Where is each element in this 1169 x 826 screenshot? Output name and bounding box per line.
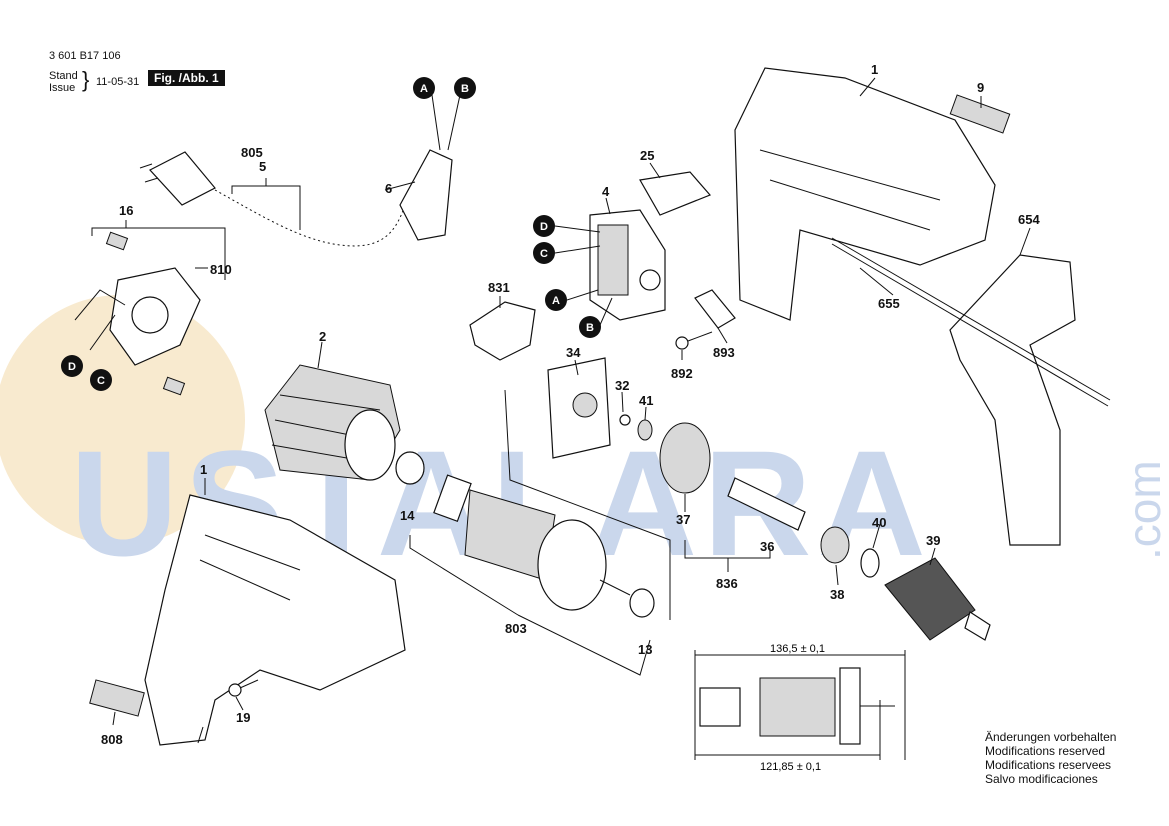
svg-text:C: C [540, 248, 548, 260]
modifications-note: Änderungen vorbehalten Modifications res… [985, 730, 1116, 786]
issue-label: Issue [49, 82, 76, 94]
part-number-39: 39 [926, 533, 940, 548]
washer-40 [860, 548, 880, 578]
connector-b-switch: B [579, 316, 601, 338]
armature-dimension-drawing [694, 650, 906, 760]
doc-number: 3 601 B17 106 [49, 50, 121, 62]
part-number-1-bottom: 1 [200, 462, 207, 477]
brush-ring-assembly [74, 231, 201, 396]
connector-a-cable: A [413, 77, 435, 99]
part-number-13: 13 [638, 642, 652, 657]
connector-d-switch: D [533, 215, 555, 237]
power-cord [139, 94, 461, 247]
part-number-6: 6 [385, 181, 392, 196]
part-number-893: 893 [713, 345, 735, 360]
part-numbers: 805 5 6 16 810 2 4 25 831 34 32 41 893 8… [101, 62, 1040, 747]
screw-892 [675, 331, 713, 350]
armature-bracket [409, 389, 671, 676]
cover-part [469, 301, 536, 361]
switch-part [589, 209, 666, 321]
part-number-38: 38 [830, 587, 844, 602]
part-number-9: 9 [977, 80, 984, 95]
svg-text:B: B [586, 322, 594, 334]
part-number-1-top: 1 [871, 62, 878, 77]
part-number-19: 19 [236, 710, 250, 725]
part-number-836: 836 [716, 576, 738, 591]
label-plate-9 [949, 94, 1011, 134]
part-number-2: 2 [319, 329, 326, 344]
part-number-655: 655 [878, 296, 900, 311]
connector-c-ring: C [90, 369, 112, 391]
svg-text:A: A [552, 295, 560, 307]
spindle-bracket [684, 540, 771, 572]
part-number-14: 14 [400, 508, 415, 523]
part-number-34: 34 [566, 345, 581, 360]
svg-text:D: D [540, 221, 548, 233]
cord-bracket [231, 178, 301, 230]
housing-half-top [734, 67, 996, 321]
figure-label: Fig. /Abb. 1 [148, 70, 225, 86]
issue-date: 11-05-31 [96, 76, 140, 88]
chuck-part [884, 557, 991, 641]
part-number-4: 4 [602, 184, 610, 199]
label-plate-808 [89, 679, 145, 717]
svg-text:C: C [97, 375, 105, 387]
part-number-32: 32 [615, 378, 629, 393]
svg-text:B: B [461, 83, 469, 95]
auxiliary-handle [831, 237, 1111, 546]
svg-text:A: A [420, 83, 428, 95]
part-number-892: 892 [671, 366, 693, 381]
part-number-36: 36 [760, 539, 774, 554]
part-number-40: 40 [872, 515, 886, 530]
part-number-808: 808 [101, 732, 123, 747]
dimension-bottom: 121,85 ± 0,1 [760, 761, 821, 773]
trigger-lock-part [639, 171, 712, 216]
note-line: Salvo modificaciones [985, 772, 1098, 786]
part-number-805: 805 [241, 145, 263, 160]
part-number-831: 831 [488, 280, 510, 295]
part-number-25: 25 [640, 148, 654, 163]
switch-leader-lines [554, 225, 613, 326]
ball-32 [619, 414, 631, 426]
part-number-803: 803 [505, 621, 527, 636]
connector-b-cable: B [454, 77, 476, 99]
part-number-810: 810 [210, 262, 232, 277]
leader-lines [112, 77, 1031, 744]
part-number-654: 654 [1018, 212, 1040, 227]
part-number-37: 37 [676, 512, 690, 527]
bearing-14 [395, 451, 425, 485]
stator-part [264, 364, 401, 481]
connector-a-switch: A [545, 289, 567, 311]
note-line: Änderungen vorbehalten [985, 730, 1117, 744]
gear-plate-part [547, 357, 611, 459]
part-number-41: 41 [639, 393, 653, 408]
watermark-suffix: .com [1118, 460, 1169, 560]
spindle-part [727, 477, 806, 531]
brace-symbol: } [82, 67, 90, 92]
brush-bracket [91, 220, 226, 280]
screw-19 [228, 679, 259, 697]
bushing-38 [820, 526, 850, 564]
brush-holder-part [694, 289, 736, 329]
part-number-16: 16 [119, 203, 133, 218]
dimension-top: 136,5 ± 0,1 [770, 643, 825, 655]
gear-37 [659, 422, 711, 494]
connector-c-switch: C [533, 242, 555, 264]
armature-part [433, 474, 655, 618]
connector-d-ring: D [61, 355, 83, 377]
spring-41 [637, 419, 653, 441]
note-line: Modifications reservees [985, 758, 1112, 772]
note-line: Modifications reserved [985, 744, 1106, 758]
part-number-5: 5 [259, 159, 266, 174]
svg-text:D: D [68, 361, 76, 373]
stand-label: Stand [49, 70, 78, 82]
